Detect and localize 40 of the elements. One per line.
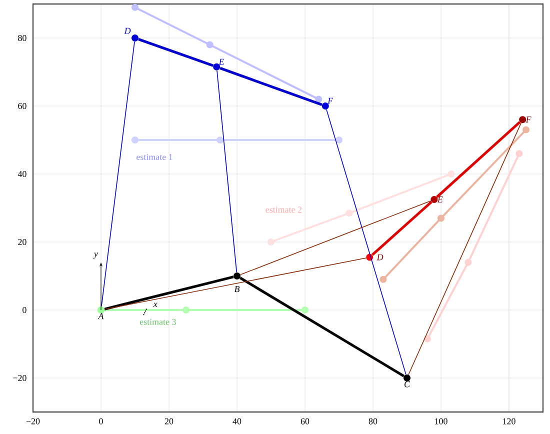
link-line — [436, 121, 521, 198]
link-line — [216, 70, 238, 273]
link-line — [408, 122, 522, 375]
tick-label: 40 — [18, 170, 26, 178]
link-line — [372, 200, 432, 256]
tick-label: 0 — [99, 418, 103, 424]
tick-label: 20 — [164, 418, 174, 424]
link-line — [240, 276, 404, 378]
estimate-label: estimate 2 — [266, 206, 302, 213]
estimate-label: estimate 3 — [140, 318, 176, 325]
link-line — [104, 276, 234, 310]
point-label: E — [218, 58, 224, 65]
link-line — [326, 109, 406, 375]
tick-label: 20 — [18, 238, 26, 246]
point-label: C — [404, 381, 410, 388]
tick-label: 60 — [300, 418, 310, 424]
link-line — [220, 66, 322, 106]
link-line — [101, 41, 135, 307]
axis-label: y — [93, 252, 98, 259]
point-label: D — [376, 254, 384, 260]
link-line — [138, 38, 214, 67]
axis-label: x — [153, 302, 158, 307]
point-label: F — [328, 98, 334, 104]
link-line — [104, 258, 366, 310]
tick-label: 100 — [435, 418, 448, 424]
tick-label: 120 — [503, 418, 516, 424]
estimate-label: estimate 1 — [136, 154, 172, 160]
tick-label: 80 — [18, 34, 26, 42]
tick-label: 60 — [18, 102, 26, 110]
point-label: F — [526, 116, 532, 123]
link-line — [240, 200, 432, 276]
tick-label: −20 — [26, 418, 40, 424]
tick-label: −20 — [13, 374, 26, 382]
point-label: B — [234, 286, 240, 292]
point-label: D — [124, 28, 131, 34]
tick-label: 80 — [368, 418, 378, 424]
tick-label: 0 — [22, 306, 26, 314]
point-label: A — [98, 313, 104, 320]
point-label: E — [437, 196, 443, 202]
tick-label: 40 — [232, 418, 242, 424]
